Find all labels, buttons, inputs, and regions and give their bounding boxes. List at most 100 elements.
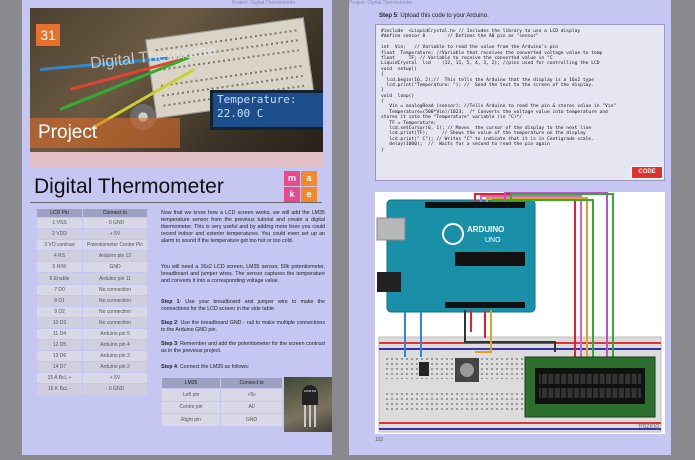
table-row: 1 VSS- 0 GND (36, 216, 148, 230)
code-line: lcd.print(TF); // Shows the value of the… (381, 131, 586, 137)
connect-to-cell: + 5V (82, 228, 148, 241)
table-row: 2 VDD+ 5V (36, 228, 148, 241)
code-line: stores it into the "Temperature" variabl… (381, 115, 523, 121)
lcd-pin-cell: 5 R/W (36, 261, 83, 274)
fritzing-svg: ARDUINO UNO (376, 191, 662, 433)
arduino-model: UNO (485, 237, 501, 244)
title-divider (30, 202, 322, 203)
code-line: lcd.setCursor(0, 1); // Moves the cursor… (381, 126, 592, 132)
lcd-pin-cell: 13 D6 (36, 350, 83, 363)
connect-to-cell: Potentiometer Centre Pin (82, 239, 148, 252)
connect-to-cell: GND (220, 413, 283, 427)
connect-to-cell: Arduino pin 4 (82, 339, 148, 352)
connect-to-cell: - 0 GND (82, 383, 148, 396)
digital-header (425, 202, 525, 208)
code-line: #define sensor 0 // Defines the A0 pin a… (381, 34, 539, 40)
code-line: } (381, 88, 384, 94)
step-2: Step 2: Use the breadboard GND - rail to… (161, 320, 325, 333)
code-line: void setup() (381, 66, 417, 72)
table-header: LM35 (160, 377, 222, 389)
code-line: #include <LiquidCrystal.h> // Includes t… (381, 29, 581, 34)
code-line: Vin = analogRead (sensor); //Tells Ardui… (381, 104, 617, 110)
table-row: 15 A BcL ++ 5V (36, 372, 148, 385)
lm35-legs (304, 405, 316, 427)
lcd-pin-cell: 2 VDD (36, 228, 83, 241)
connect-to-cell: No connection (82, 316, 148, 329)
table-row: Left pin+5v (160, 388, 283, 402)
lm35-sensor (419, 362, 429, 376)
running-header: Project: Digital Thermometer (349, 0, 413, 6)
code-button[interactable]: CODE (631, 166, 663, 179)
arduino-brand: ARDUINO (467, 225, 504, 234)
page-title: Digital Thermometer (34, 175, 224, 198)
usb-port (376, 217, 406, 241)
lm35-sensor-photo: LM35 DZ (284, 377, 332, 432)
right-page: Project: Digital Thermometer Step 5: Upl… (349, 0, 671, 455)
wiring-diagram: ARDUINO UNO (375, 191, 665, 434)
code-line: lcd.print("Temperature: "); // Send the … (381, 82, 594, 88)
connect-to-cell: Arduino pin 3 (82, 350, 148, 363)
page-number: 122 (375, 437, 384, 443)
lm35-pin-cell: Centre pin (160, 400, 222, 414)
connect-to-cell: Arduino pin 12 (82, 250, 148, 263)
table-header: LCD Pin (36, 208, 83, 218)
lcd-pin-cell: 9 D2 (36, 305, 83, 318)
lcd-pin-cell: 3 VO contrast (36, 239, 83, 252)
table-header: Connect to (82, 208, 148, 218)
lcd-pin-cell: 7 D0 (36, 283, 83, 296)
connect-to-cell: Arduino pin 5 (82, 327, 148, 341)
lcd-line-1: Temperature: (217, 93, 297, 106)
running-header: Project: Digital Thermometer (232, 0, 296, 6)
connect-to-cell: +5v (220, 388, 283, 402)
power-jack (377, 272, 401, 292)
code-line: { (381, 99, 384, 105)
code-line: lcd.begin(16, 2);// This tells the Ardui… (381, 77, 594, 83)
lcd-photo: Temperature: 22.00 C (210, 90, 323, 130)
chip-label: LM35 DZ (303, 389, 317, 393)
code-line: } (381, 147, 384, 153)
hero-photo: Digital Thermome... Temperature: 22.00 C… (30, 8, 323, 168)
code-line: void loop() (381, 93, 415, 99)
lcd-pin-cell: 14 D7 (36, 361, 83, 374)
step-3: Step 3: Remember and add the potentiomet… (161, 341, 325, 354)
code-listing: #include <LiquidCrystal.h> // Includes t… (375, 24, 665, 181)
analog-header (445, 302, 525, 308)
connect-to-cell: - 0 GND (82, 216, 148, 230)
intro-paragraph-1: Now that we know how a LCD screen works,… (161, 210, 325, 244)
code-line: TF = Temperature; (381, 120, 437, 126)
lcd-pin-cell: 16 K BcL - (36, 383, 83, 396)
make-letter: m (284, 171, 300, 186)
connect-to-cell: Arduino pin 2 (82, 361, 148, 374)
connect-to-cell: No connection (82, 283, 148, 296)
lcd-pin-cell: 4 RS (36, 250, 83, 263)
step-5: Step 5: Upload this code to your Arduino… (379, 13, 489, 19)
hero-bottom-strip (30, 152, 323, 168)
code-line: lcd.print(" C"); // Writes "C" to indica… (381, 136, 594, 142)
lcd-pin-cell: 15 A BcL + (36, 372, 83, 385)
lcd-pin-cell: 10 D3 (36, 316, 83, 329)
lcd-pin-cell: 8 D1 (36, 294, 83, 307)
lcd-line-2: 22.00 C (217, 107, 264, 120)
lm35-pin-cell: Right pin (160, 413, 222, 427)
make-letter: e (301, 187, 317, 202)
lm35-chip: LM35 DZ (302, 385, 318, 405)
code-line: delay(1000); // Waits for a second to re… (381, 142, 550, 148)
lm35-pin-cell: Left pin (160, 388, 222, 402)
code-line: LiquidCrystal lcd (12, 11, 5, 4, 3, 2); … (381, 61, 600, 67)
make-letter: a (301, 171, 317, 186)
connect-to-cell: Arduino pin 11 (82, 272, 148, 285)
intro-paragraph-2: You will need a 16x2 LCD screen, LM35 se… (161, 264, 325, 284)
